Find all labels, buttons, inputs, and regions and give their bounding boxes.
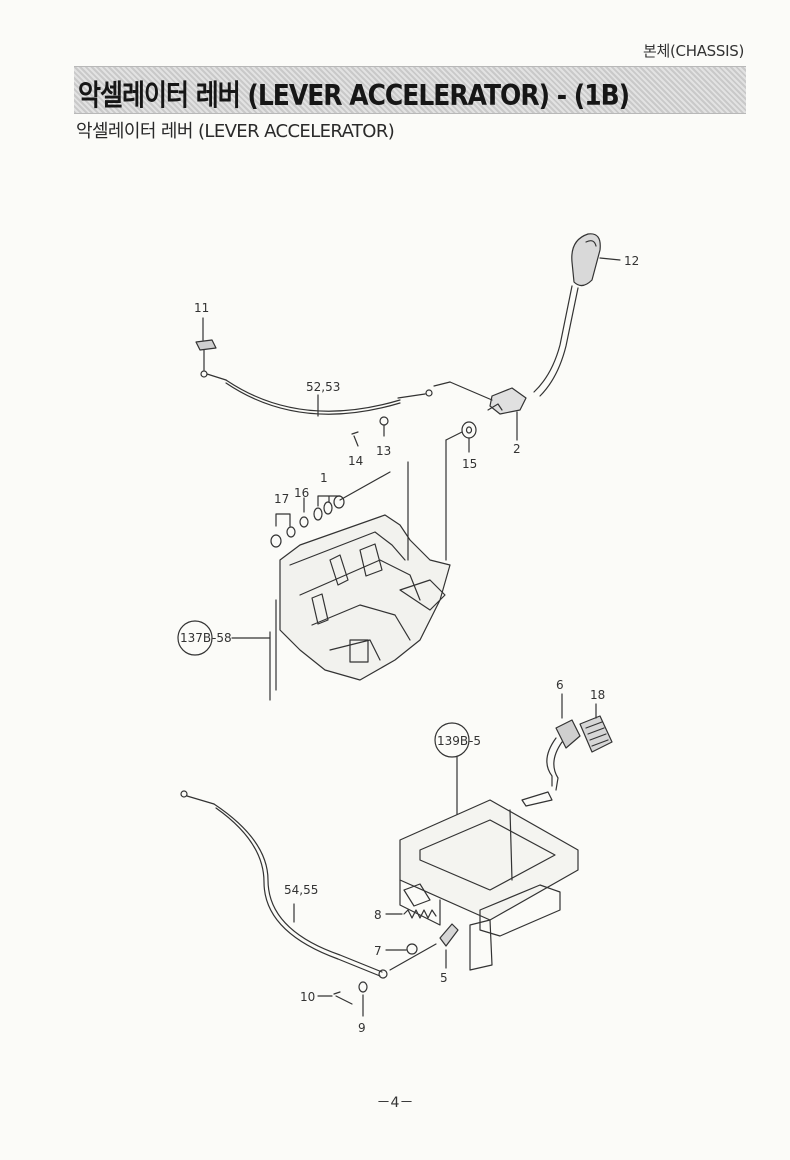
page-subtitle: 악셀레이터 레버 (LEVER ACCELERATOR) [76,121,395,142]
callout-10: 10 [300,990,315,1004]
ref-139b-suffix: -5 [469,734,481,748]
page-number: －4－ [376,1095,414,1111]
lower-cable-part [180,790,437,979]
callout-16: 16 [294,486,309,500]
callout-52-53: 52,53 [306,380,340,394]
callout-7: 7 [374,944,382,958]
title-bar: 악셀레이터 레버 (LEVER ACCELERATOR) - (1B) [74,66,746,114]
callout-8: 8 [374,908,382,922]
ref-circle-139b [434,722,470,758]
callout-9: 9 [358,1021,366,1035]
upper-cable-part [200,370,493,417]
callout-1: 1 [320,471,328,485]
callout-54-55: 54,55 [284,883,318,897]
accelerator-pedal-part [521,693,581,807]
ref-137b-label: 137B [180,631,211,645]
callout-6: 6 [556,678,564,692]
section-label: 본체(CHASSIS) [642,42,744,60]
callout-17: 17 [274,492,289,506]
callout-2: 2 [513,442,521,456]
pedal-pad-part [579,703,613,753]
callout-5: 5 [440,971,448,985]
page-title: 악셀레이터 레버 (LEVER ACCELERATOR) - (1B) [78,78,630,113]
callout-13: 13 [376,444,391,458]
callout-11: 11 [194,301,209,315]
ref-circle-137b [177,620,213,656]
bracket-frame-part [269,431,463,701]
callout-18: 18 [590,688,605,702]
callout-14: 14 [348,454,363,468]
ref-139b-label: 139B [437,734,468,748]
pedal-frame-part [399,799,579,971]
callout-12: 12 [624,254,639,268]
callout-15: 15 [462,457,477,471]
nut-set-part [270,471,391,548]
spring-part [403,909,437,919]
clip-part [195,317,217,371]
lever-knob-part [571,233,621,287]
lever-pivot-part [487,387,527,441]
ref-137b-suffix: -58 [212,631,232,645]
